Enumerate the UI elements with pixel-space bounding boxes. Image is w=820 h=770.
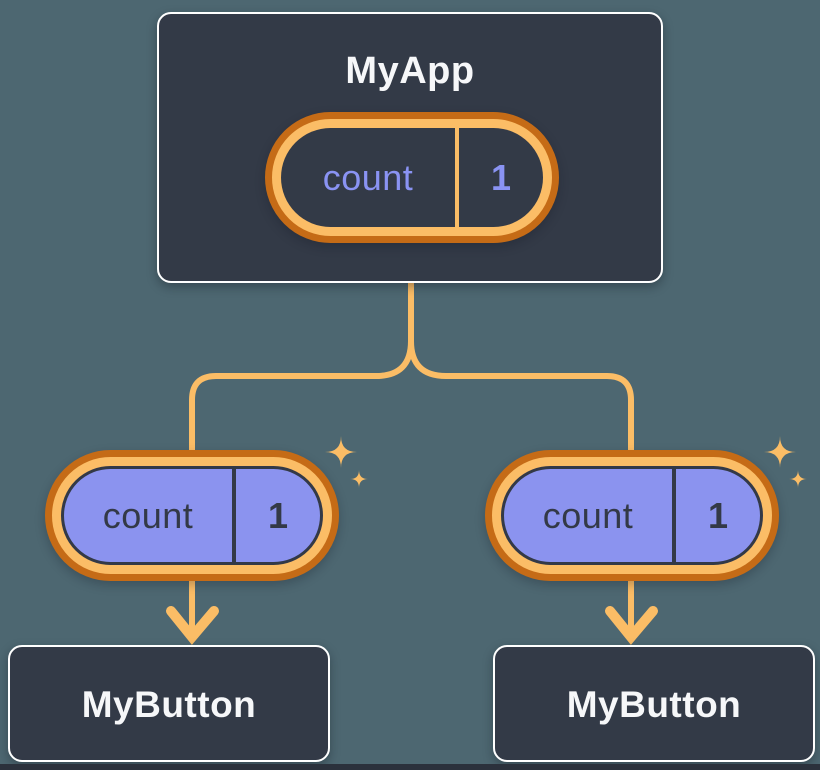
pill-divider — [672, 469, 676, 562]
pill-key-label: count — [542, 494, 634, 536]
sparkle-icon — [764, 436, 807, 488]
props-pill-body: count 1 — [501, 466, 763, 565]
child-component-box: MyButton — [8, 645, 330, 762]
arrow-down-icon — [166, 606, 219, 645]
pill-key-label: count — [102, 494, 194, 536]
arrow-down-icon — [605, 606, 658, 645]
connector-line-left — [189, 280, 414, 634]
props-pill-body: count 1 — [61, 466, 323, 565]
pill-key-label: count — [322, 156, 414, 198]
child-component-box: MyButton — [493, 645, 815, 762]
child-component-title: MyButton — [566, 683, 742, 725]
props-pill: count 1 — [45, 450, 339, 581]
pill-divider — [232, 469, 236, 562]
pill-value-label: 1 — [267, 494, 289, 536]
child-component-title: MyButton — [81, 683, 257, 725]
root-component-title: MyApp — [345, 50, 475, 92]
state-pill-body: count 1 — [281, 128, 543, 227]
pill-divider — [455, 128, 459, 227]
state-pill: count 1 — [265, 112, 559, 243]
pill-value-label: 1 — [707, 494, 729, 536]
pill-value-label: 1 — [490, 156, 512, 198]
connector-line-right — [408, 280, 634, 634]
sparkle-icon — [325, 436, 368, 488]
props-pill: count 1 — [485, 450, 779, 581]
bottom-edge-strip — [0, 764, 820, 770]
